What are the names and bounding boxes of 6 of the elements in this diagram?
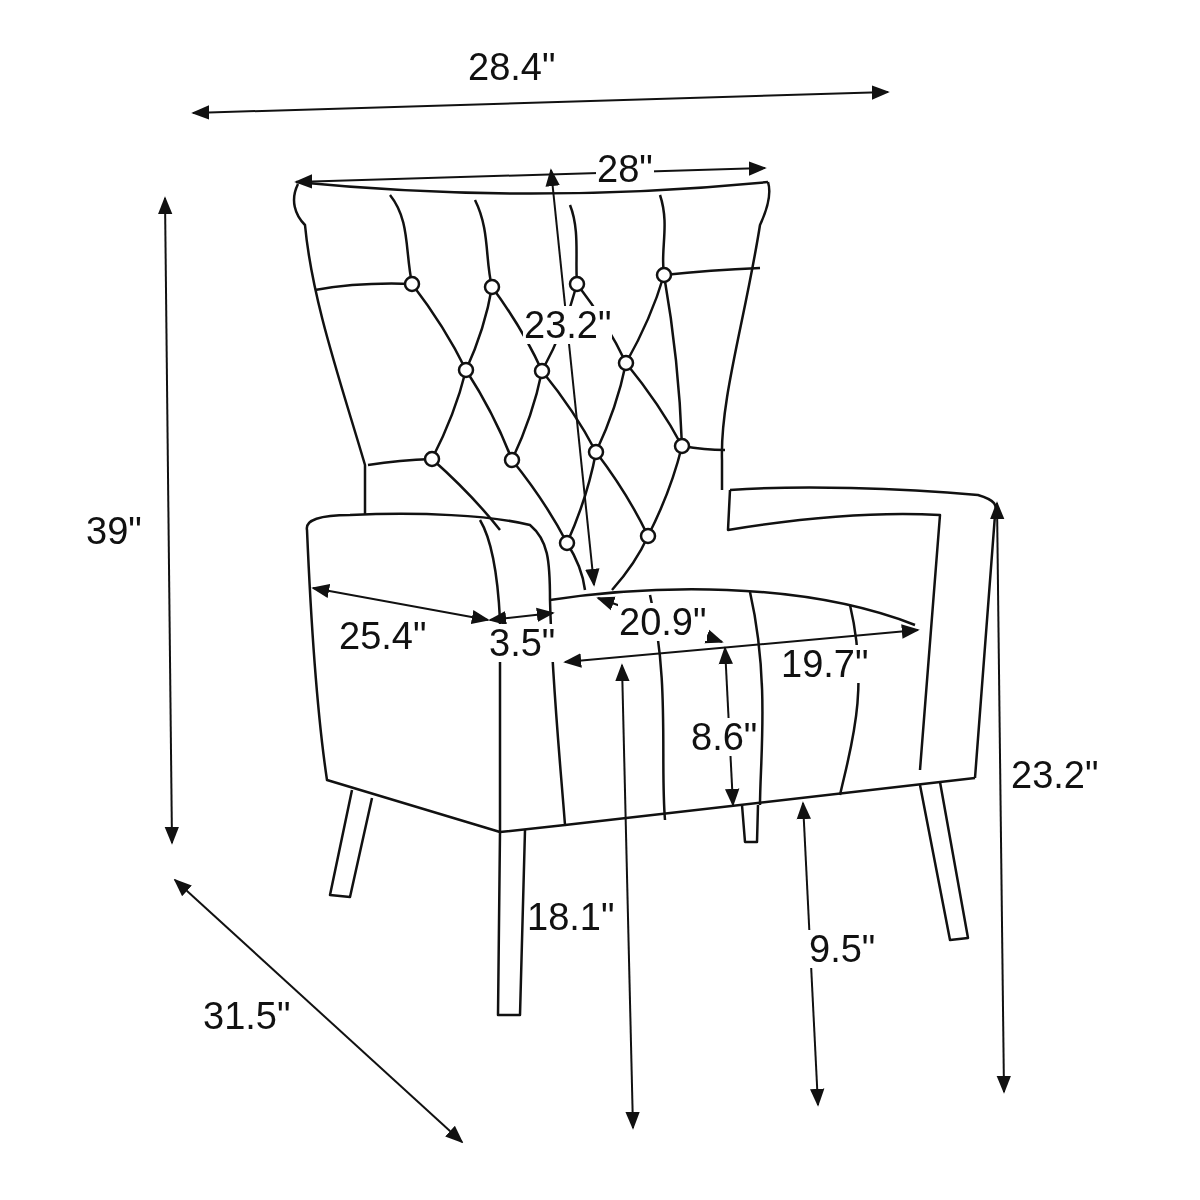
dimension-label: 8.6" <box>690 718 759 756</box>
dimension-label: 20.9" <box>618 603 708 641</box>
dimension-label: 19.7" <box>780 645 870 683</box>
dimension-label: 9.5" <box>808 930 877 968</box>
dimension-label: 23.2" <box>523 306 613 344</box>
dimension-label: 3.5" <box>488 624 557 662</box>
